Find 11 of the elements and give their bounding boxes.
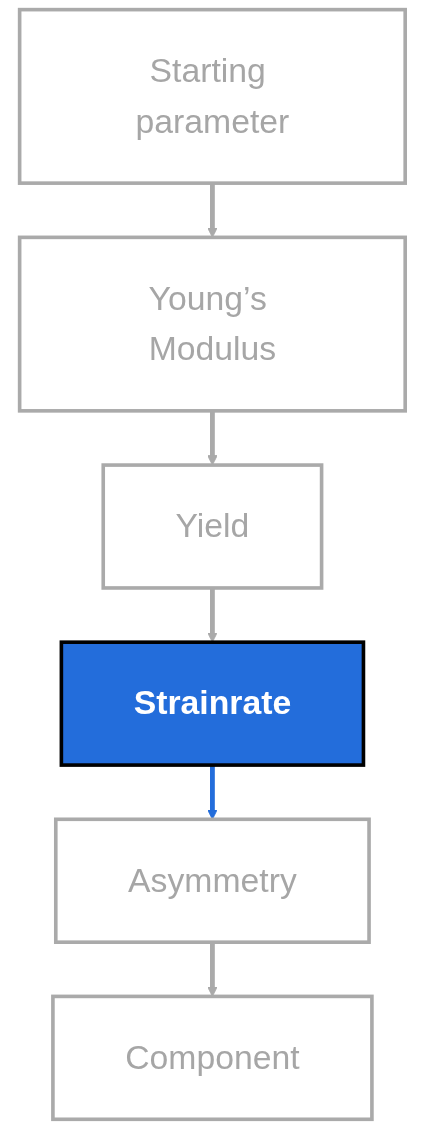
node-box: Yield <box>101 463 323 590</box>
arrow <box>206 765 218 820</box>
arrow <box>206 942 218 997</box>
node-box: Asymmetry <box>53 817 371 944</box>
node-box: Component <box>50 994 374 1122</box>
node-box: Strainrate <box>59 640 365 767</box>
arrow <box>206 410 218 466</box>
node-box: Young’s Modulus <box>17 235 407 413</box>
node-box: Starting parameter <box>17 7 407 185</box>
arrow <box>206 183 218 238</box>
arrow <box>206 587 218 643</box>
